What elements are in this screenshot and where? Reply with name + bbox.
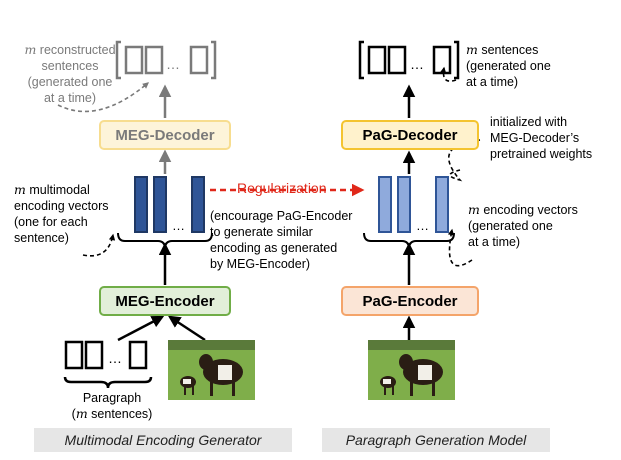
reconstructed-sentences-icon xyxy=(115,40,217,80)
pag-encoder-box: PaG-Encoder xyxy=(341,286,479,316)
cows-image xyxy=(168,340,255,400)
regularization-label: Regularization xyxy=(237,180,327,196)
encoding-vector xyxy=(397,176,411,233)
cows-image xyxy=(368,340,455,400)
ellipsis: … xyxy=(108,350,122,366)
encoding-vector xyxy=(134,176,148,233)
cows-illustration xyxy=(168,340,255,400)
multimodal-vectors-note: m multimodal encoding vectors (one for e… xyxy=(14,182,109,245)
regularization-note: (encourage PaG-Encoder to generate simil… xyxy=(210,209,353,271)
reconstructed-sentences-note: m reconstructed sentences (generated one… xyxy=(24,42,116,105)
paragraph-note: Paragraph (m sentences) xyxy=(71,391,153,421)
encoding-vectors-note: m encoding vectors (generated one at a t… xyxy=(468,202,578,249)
encoding-vector xyxy=(378,176,392,233)
ellipsis: … xyxy=(172,218,185,233)
generated-sentences-icon xyxy=(358,40,460,80)
pag-caption: Paragraph Generation Model xyxy=(322,428,550,452)
pag-decoder-box: PaG-Decoder xyxy=(341,120,479,150)
meg-decoder-box: MEG-Decoder xyxy=(99,120,231,150)
encoding-vector xyxy=(153,176,167,233)
sentences-note: m sentences (generated one at a time) xyxy=(466,42,551,89)
ellipsis: … xyxy=(416,218,429,233)
meg-caption: Multimodal Encoding Generator xyxy=(34,428,292,452)
meg-encoder-box: MEG-Encoder xyxy=(99,286,231,316)
encoding-vector xyxy=(435,176,449,233)
init-weights-note: initialized with MEG-Decoder’s pretraine… xyxy=(490,115,593,161)
cows-illustration xyxy=(368,340,455,400)
ellipsis: … xyxy=(166,56,180,72)
encoding-vector xyxy=(191,176,205,233)
paragraph-icon xyxy=(63,340,153,389)
ellipsis: … xyxy=(410,56,424,72)
